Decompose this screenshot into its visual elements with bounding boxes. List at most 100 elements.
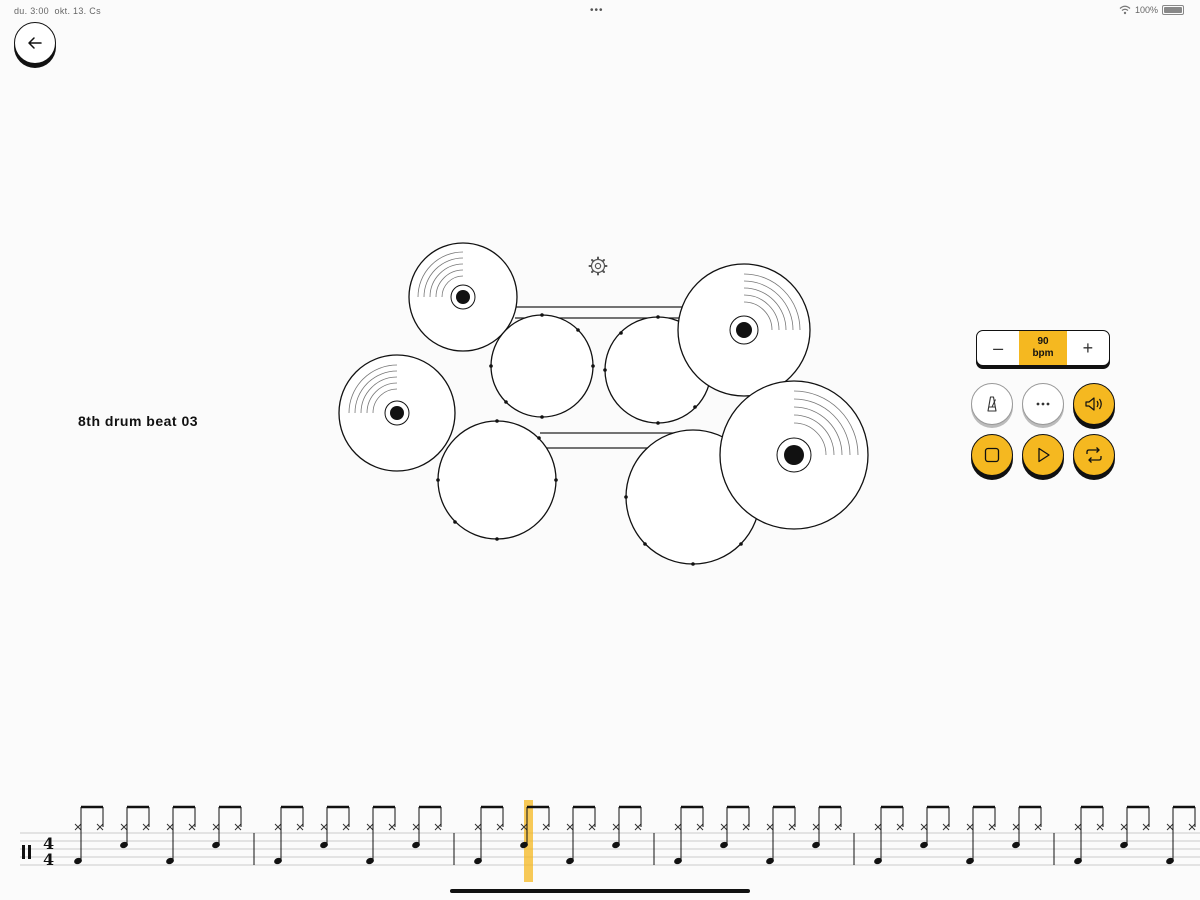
percussion-clef — [22, 845, 25, 859]
snare-note — [520, 841, 528, 849]
hihat-note — [1166, 823, 1174, 831]
hihat-note — [696, 823, 704, 831]
tempo-display[interactable]: 90 bpm — [1019, 331, 1067, 365]
hihat-note — [988, 823, 996, 831]
time-signature-top: 4 — [43, 834, 54, 853]
crash-cymbal-left[interactable] — [408, 242, 518, 352]
hihat-note — [1142, 823, 1150, 831]
ride-cymbal[interactable] — [719, 380, 869, 530]
hihat-note — [1188, 823, 1196, 831]
play-icon — [1038, 447, 1050, 463]
time-signature: 4 4 — [43, 834, 54, 869]
hihat-note — [1120, 823, 1128, 831]
hihat-note — [788, 823, 796, 831]
hihat-note — [1034, 823, 1042, 831]
hihat-note — [412, 823, 420, 831]
hihat-note — [296, 823, 304, 831]
hihat-note — [942, 823, 950, 831]
back-button[interactable] — [14, 22, 56, 64]
more-button[interactable] — [1022, 383, 1064, 425]
hihat-note — [1074, 823, 1082, 831]
hihat-note — [812, 823, 820, 831]
hihat-note — [1096, 823, 1104, 831]
snare-note — [1012, 841, 1020, 849]
hihat-note — [920, 823, 928, 831]
kick-note — [166, 857, 174, 865]
tempo-unit: bpm — [1032, 348, 1054, 359]
lesson-title: 8th drum beat 03 — [78, 413, 199, 429]
play-button[interactable] — [1022, 434, 1064, 476]
speaker-icon — [1085, 397, 1102, 411]
hihat-note — [388, 823, 396, 831]
drum-notation[interactable]: 4 4 — [0, 795, 1200, 885]
sound-button[interactable] — [1073, 383, 1115, 425]
hihat-note — [520, 823, 528, 831]
hihat-note — [366, 823, 374, 831]
kick-note — [766, 857, 774, 865]
tom-high[interactable] — [489, 313, 595, 419]
kick-note — [1074, 857, 1082, 865]
playhead — [524, 800, 533, 882]
snare-drum[interactable] — [436, 419, 558, 541]
kick-note — [274, 857, 282, 865]
tempo-value: 90 — [1037, 336, 1049, 347]
playback-controls: – 90 bpm + — [970, 330, 1120, 490]
notation-notes — [74, 800, 1196, 882]
status-time: du. 3:00 — [14, 6, 49, 16]
crash-cymbal-right[interactable] — [677, 263, 811, 397]
hihat-note — [474, 823, 482, 831]
hihat-note — [74, 823, 82, 831]
snare-note — [1120, 841, 1128, 849]
repeat-button[interactable] — [1073, 434, 1115, 476]
repeat-icon — [1086, 447, 1102, 463]
hihat-note — [742, 823, 750, 831]
home-indicator[interactable] — [450, 889, 750, 893]
hihat-note — [834, 823, 842, 831]
snare-note — [720, 841, 728, 849]
status-time-date: du. 3:00 okt. 13. Cs — [14, 6, 101, 16]
multitask-dots[interactable]: ••• — [590, 5, 604, 16]
snare-note — [212, 841, 220, 849]
hihat-note — [320, 823, 328, 831]
battery-icon — [1162, 5, 1184, 15]
kick-note — [366, 857, 374, 865]
kick-note — [566, 857, 574, 865]
tempo-decrease-button[interactable]: – — [993, 337, 1004, 358]
percussion-clef — [28, 845, 31, 859]
hihat-note — [966, 823, 974, 831]
snare-note — [812, 841, 820, 849]
snare-note — [120, 841, 128, 849]
hihat-note — [766, 823, 774, 831]
tempo-increase-button[interactable]: + — [1082, 337, 1094, 358]
kick-note — [474, 857, 482, 865]
kick-note — [1166, 857, 1174, 865]
hihat-note — [96, 823, 104, 831]
hihat-note — [142, 823, 150, 831]
hihat-note — [496, 823, 504, 831]
notation-staff — [20, 832, 1200, 866]
hihat-note — [874, 823, 882, 831]
hihat-note — [720, 823, 728, 831]
kick-note — [74, 857, 82, 865]
hihat-note — [234, 823, 242, 831]
drum-kit — [338, 242, 869, 566]
hi-hat-cymbal[interactable] — [338, 354, 456, 472]
metronome-icon — [987, 396, 997, 412]
hihat-note — [434, 823, 442, 831]
stop-button[interactable] — [971, 434, 1013, 476]
hihat-note — [342, 823, 350, 831]
snare-note — [412, 841, 420, 849]
metronome-button[interactable] — [971, 383, 1013, 425]
status-date: okt. 13. Cs — [54, 6, 101, 16]
hihat-note — [612, 823, 620, 831]
status-right: 100% — [1119, 5, 1184, 15]
snare-note — [612, 841, 620, 849]
more-icon — [1036, 402, 1050, 406]
hihat-note — [674, 823, 682, 831]
kick-note — [966, 857, 974, 865]
hihat-note — [274, 823, 282, 831]
gear-icon[interactable] — [588, 256, 608, 276]
hihat-note — [166, 823, 174, 831]
hihat-note — [1012, 823, 1020, 831]
hihat-note — [896, 823, 904, 831]
